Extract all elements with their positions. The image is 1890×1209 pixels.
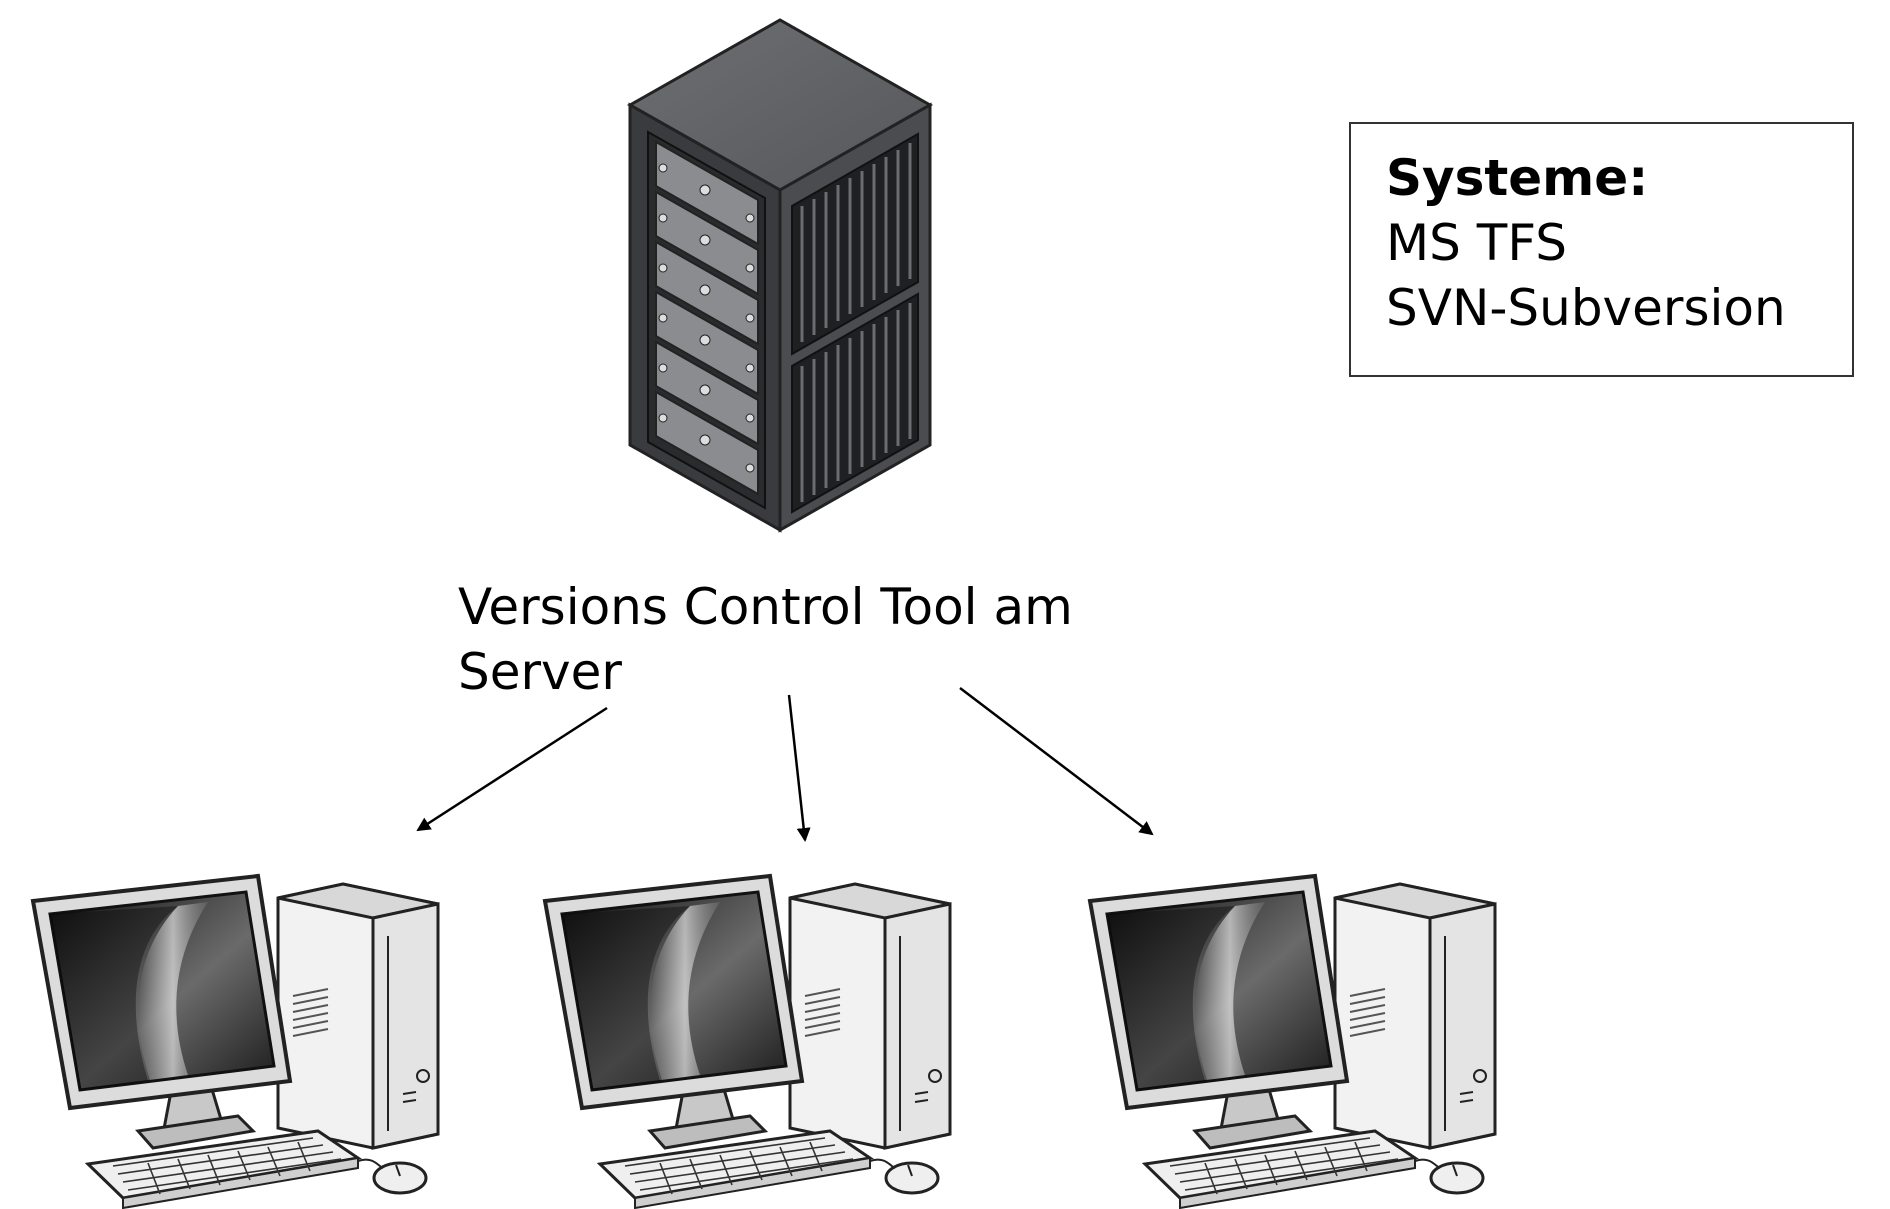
systems-title: Systeme: [1386,149,1649,207]
desktop-computer-icon [31,874,440,1209]
arrow-to-client-2 [787,694,811,842]
server-rack-icon [626,18,934,533]
arrow-to-client-3 [959,687,1154,836]
arrow-to-client-1 [416,706,608,832]
desktop-computer-icon [1088,874,1497,1209]
systems-item-tfs: MS TFS [1386,214,1567,272]
desktop-computer-icon [543,874,952,1209]
server-label: Versions Control Tool am Server [458,575,1158,705]
systems-box: Systeme: MS TFS SVN-Subversion [1349,122,1854,377]
server-label-line2: Server [458,643,622,701]
systems-item-svn: SVN-Subversion [1386,279,1786,337]
server-label-line1: Versions Control Tool am [458,578,1073,636]
